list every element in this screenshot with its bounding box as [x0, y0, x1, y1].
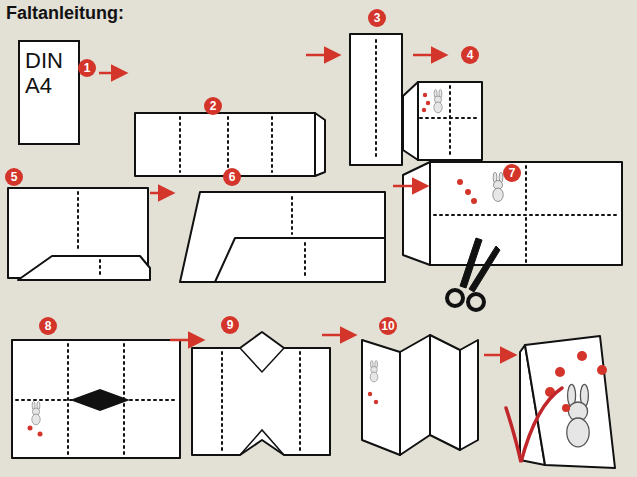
step-number: 6	[223, 168, 241, 186]
step-number: 8	[39, 317, 57, 335]
step-number: 9	[221, 316, 239, 334]
step-number: 2	[204, 97, 222, 115]
step-number: 7	[503, 164, 521, 182]
paper-sheet: DIN A4	[18, 40, 80, 145]
step-number: 3	[368, 9, 386, 27]
sheet-label: DIN A4	[25, 48, 73, 99]
step-number: 1	[78, 59, 96, 77]
step-number: 10	[379, 317, 397, 335]
step-number: 4	[461, 46, 479, 64]
step-number: 5	[5, 168, 23, 186]
title: Faltanleitung:	[6, 3, 124, 24]
